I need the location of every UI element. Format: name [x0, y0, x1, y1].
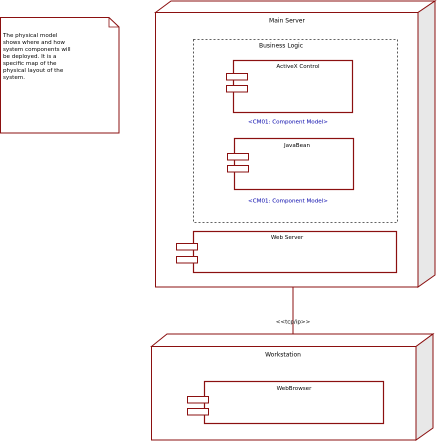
- business-logic-title: Business Logic: [259, 43, 303, 50]
- javabean-port-bottom: [227, 165, 249, 173]
- note-line-4: be deployed. It is a: [3, 54, 56, 60]
- web-server-port-bottom: [176, 256, 198, 264]
- javabean-stereotype: <CM01: Component Model>: [248, 199, 328, 205]
- workstation-title: Workstation: [265, 352, 301, 359]
- note-line-7: system.: [3, 75, 25, 81]
- webbrowser-box: [203, 380, 385, 425]
- workstation-node[interactable]: Workstation WebBrowser: [150, 333, 435, 441]
- note[interactable]: The physical model shows where and how s…: [0, 17, 120, 134]
- main-server-node[interactable]: Main Server Business Logic ActiveX Contr…: [153, 0, 437, 288]
- web-server-box: [192, 230, 398, 274]
- web-server-component[interactable]: Web Server: [176, 230, 398, 274]
- javabean-title: JavaBean: [283, 143, 311, 149]
- business-logic-border: [193, 39, 398, 223]
- activex-control-port-bottom: [226, 85, 248, 93]
- main-server-side-face: [417, 0, 436, 288]
- activex-control-title: ActiveX Control: [276, 64, 320, 70]
- activex-control-component[interactable]: ActiveX Control: [226, 59, 354, 114]
- activex-control-stereotype: <CM01: Component Model>: [248, 120, 328, 126]
- connection-label: <<tcp/ip>>: [276, 320, 311, 326]
- business-logic-package[interactable]: Business Logic: [193, 39, 398, 223]
- main-server-title: Main Server: [269, 18, 305, 25]
- note-line-3: system components will: [3, 47, 71, 53]
- note-shape: [0, 17, 120, 134]
- web-server-port-top: [176, 243, 198, 251]
- note-line-1: The physical model: [2, 33, 58, 39]
- webbrowser-port-bottom: [187, 408, 209, 416]
- activex-control-port-top: [226, 73, 248, 81]
- activex-control-box: [232, 59, 354, 114]
- workstation-top-face: [150, 333, 435, 347]
- note-line-2: shows where and how: [3, 40, 65, 46]
- javabean-box: [233, 137, 355, 191]
- note-line-6: physical layout of the: [3, 68, 64, 74]
- main-server-top-face: [153, 0, 437, 13]
- web-server-title: Web Server: [271, 235, 304, 241]
- webbrowser-component[interactable]: WebBrowser: [187, 380, 385, 425]
- javabean-port-top: [227, 153, 249, 161]
- workstation-side-face: [415, 333, 434, 441]
- webbrowser-title: WebBrowser: [277, 386, 313, 392]
- note-line-5: specific map of the: [3, 61, 57, 67]
- note-fold: [108, 17, 119, 28]
- webbrowser-port-top: [187, 396, 209, 404]
- javabean-component[interactable]: JavaBean: [227, 137, 355, 191]
